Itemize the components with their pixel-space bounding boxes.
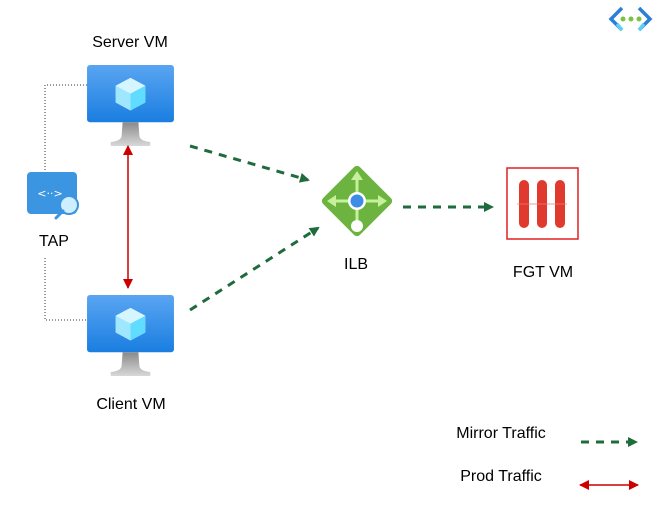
client-vm-icon[interactable]	[87, 295, 174, 376]
tap-label: TAP	[39, 233, 69, 250]
mirror-arrow-server-to-ilb	[189, 144, 310, 183]
fgt-vm-label: FGT VM	[512, 264, 574, 281]
fgt-vm-icon[interactable]	[506, 167, 579, 240]
server-vm-label: Server VM	[92, 34, 168, 51]
virtual-network-icon	[608, 6, 653, 32]
server-vm-icon[interactable]	[87, 65, 174, 146]
tap-connector-client	[44, 258, 87, 321]
tap-connector-server	[44, 84, 87, 172]
legend-prod-label: Prod Traffic	[460, 468, 542, 485]
tap-icon[interactable]: <··>	[27, 172, 79, 220]
ilb-label: ILB	[343, 256, 369, 273]
ilb-icon[interactable]	[320, 164, 394, 238]
svg-text:<··>: <··>	[37, 187, 62, 200]
legend-mirror-label: Mirror Traffic	[456, 425, 546, 442]
client-vm-label: Client VM	[96, 396, 166, 413]
mirror-arrow-client-to-ilb	[189, 226, 320, 312]
